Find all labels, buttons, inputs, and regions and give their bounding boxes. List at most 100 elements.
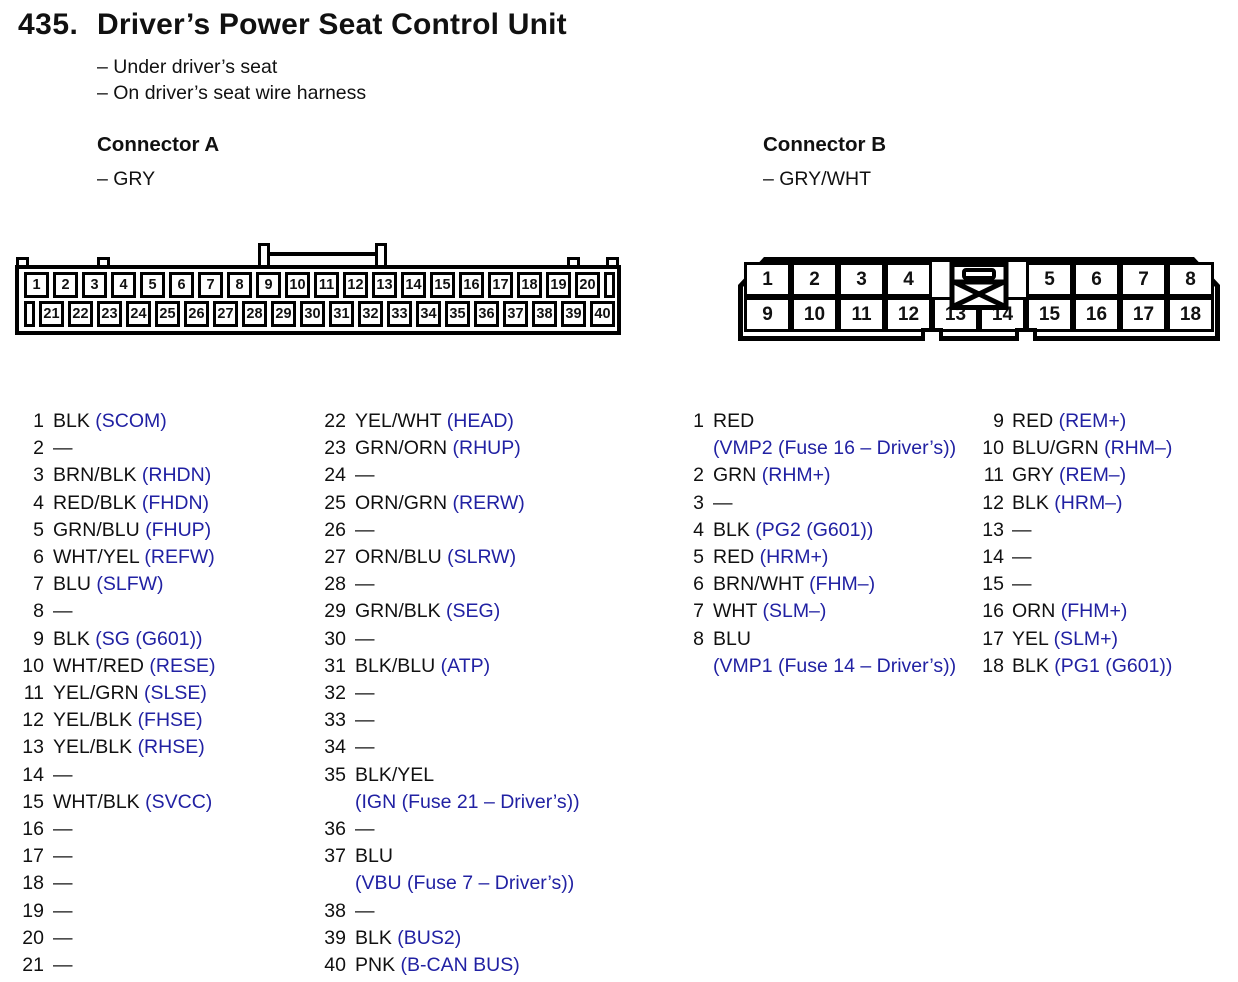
- connector-a-heading: Connector A: [97, 133, 220, 156]
- pin-description: —: [1012, 571, 1238, 598]
- pin-number: 15: [982, 573, 1004, 596]
- signal-name: (PG1 (G601)): [1054, 654, 1173, 677]
- wire-color: —: [355, 682, 375, 705]
- pin-number: 38: [324, 899, 346, 922]
- connector-blank-cell: [604, 272, 615, 298]
- pin-number: 27: [324, 546, 346, 569]
- pin-number: 6: [693, 573, 704, 596]
- wire-color: BLU: [355, 845, 393, 868]
- pin-number: 32: [324, 682, 346, 705]
- pin-number: 35: [324, 763, 346, 786]
- pin-row: 24 —: [320, 462, 630, 489]
- wire-color: RED: [1012, 410, 1054, 432]
- pin-number: 1: [693, 410, 704, 432]
- wire-color: RED/BLK: [53, 491, 137, 514]
- pin-description: PNK (B-CAN BUS): [355, 952, 630, 979]
- connector-pin-cell: 11: [838, 297, 885, 332]
- signal-name: (SG (G601)): [95, 627, 203, 650]
- pin-number: 30: [324, 627, 346, 650]
- connector-b-notch: [921, 328, 943, 341]
- pin-number: 4: [33, 491, 44, 514]
- connector-pin-cell: 26: [184, 301, 209, 327]
- signal-name: (FHSE): [137, 709, 203, 732]
- pin-row: 15 —: [978, 571, 1238, 598]
- signal-name: (IGN (Fuse 21 – Driver’s)): [355, 790, 580, 813]
- pin-number: 10: [982, 437, 1004, 460]
- wire-color: —: [53, 926, 73, 949]
- wire-color: —: [355, 464, 375, 487]
- pin-description: —: [355, 680, 630, 707]
- pin-row: 28—: [320, 571, 630, 598]
- pin-row: 30 —: [320, 626, 630, 653]
- connector-a-key-bump: [16, 257, 29, 268]
- signal-name: (ATP): [440, 654, 491, 677]
- pin-description: GRN/BLU (FHUP): [53, 517, 318, 544]
- pin-description: ORN/GRN (RERW): [355, 490, 630, 517]
- pin-description: —: [713, 490, 980, 517]
- pin-description: RED/BLK (FHDN): [53, 490, 318, 517]
- wire-color: ORN: [1012, 600, 1056, 623]
- pin-description: GRN/ORN (RHUP): [355, 435, 630, 462]
- wire-color: BLU/GRN: [1012, 437, 1099, 460]
- pin-number: 10: [22, 654, 44, 677]
- location-note: – On driver’s seat wire harness: [97, 82, 367, 104]
- pin-row: 4 RED/BLK (FHDN): [18, 490, 318, 517]
- wire-color: PNK: [355, 954, 396, 977]
- pin-description: RED(VMP2 (Fuse 16 – Driver’s)): [713, 408, 980, 462]
- pin-number: 2: [33, 437, 44, 460]
- signal-name: (VMP2 (Fuse 16 – Driver’s)): [713, 437, 957, 460]
- signal-name: (REM–): [1058, 464, 1127, 487]
- connector-pin-cell: 5: [140, 272, 165, 298]
- connector-pin-cell: 1: [24, 272, 49, 298]
- pin-description: —: [53, 435, 318, 462]
- signal-name: (FHUP): [145, 518, 212, 541]
- pin-row: 32 —: [320, 680, 630, 707]
- connector-pin-cell: 40: [590, 301, 615, 327]
- pin-number: 18: [22, 872, 44, 895]
- pin-row: 38—: [320, 898, 630, 925]
- pin-description: BLK (PG2 (G601)): [713, 517, 980, 544]
- pin-number: 24: [324, 464, 346, 487]
- connector-pin-cell: 3: [838, 262, 885, 297]
- wire-color: —: [355, 818, 375, 841]
- connector-pin-cell: 21: [39, 301, 64, 327]
- signal-name: (B-CAN BUS): [400, 954, 520, 977]
- connector-pin-cell: 9: [256, 272, 281, 298]
- pin-description: —: [53, 925, 318, 952]
- connector-pin-cell: 24: [126, 301, 151, 327]
- pin-number: 23: [324, 437, 346, 460]
- pin-description: ORN/BLU (SLRW): [355, 544, 630, 571]
- wire-color: WHT/BLK: [53, 790, 140, 813]
- wire-color: GRN/BLK: [355, 600, 441, 623]
- wire-color: YEL: [1012, 627, 1049, 650]
- signal-name: (RHSE): [137, 736, 205, 759]
- signal-name: (RHUP): [452, 437, 521, 460]
- wire-color: —: [53, 899, 73, 922]
- connector-pin-cell: 11: [314, 272, 339, 298]
- connector-pin-cell: 19: [546, 272, 571, 298]
- connector-a-key-bump: [567, 257, 580, 268]
- signal-name: (BUS2): [397, 926, 462, 949]
- wire-color: —: [53, 954, 73, 977]
- signal-name: (FHM–): [809, 573, 876, 596]
- connector-pin-cell: 17: [488, 272, 513, 298]
- connector-pin-cell: 17: [1120, 297, 1167, 332]
- pin-row: 2—: [18, 435, 318, 462]
- pin-row: 13—: [978, 517, 1238, 544]
- pin-number: 22: [324, 410, 346, 432]
- wire-color: —: [355, 627, 375, 650]
- signal-name: (HEAD): [446, 410, 514, 432]
